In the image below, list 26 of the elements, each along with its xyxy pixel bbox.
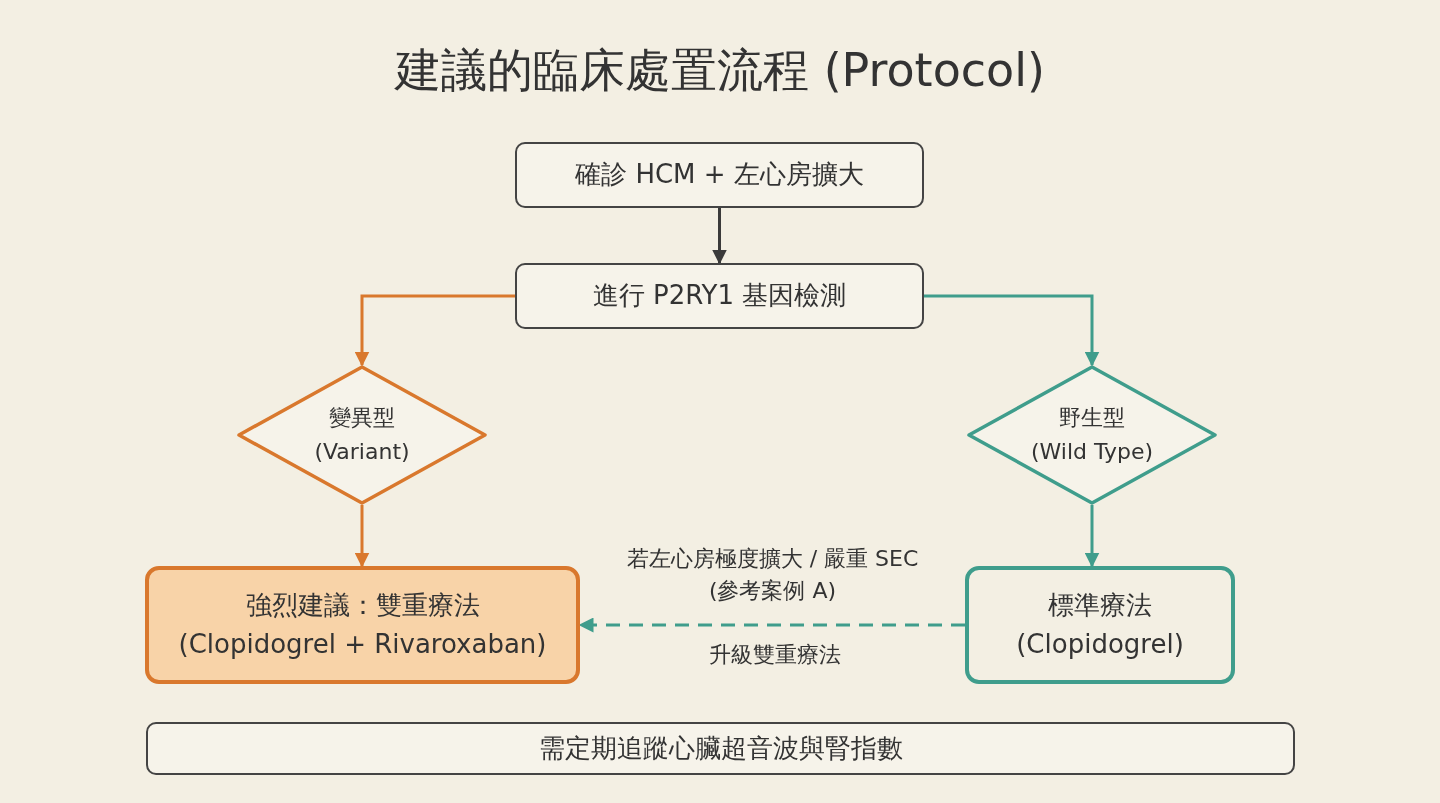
process-box: [515, 142, 924, 208]
node-sublabel: (Variant): [314, 438, 410, 466]
arrow: [1084, 505, 1100, 568]
node-label: 標準療法: [1048, 588, 1152, 622]
therapy-box: [145, 566, 580, 684]
decision-diamond: [237, 365, 487, 505]
arrow: [354, 505, 370, 568]
dashed-arrow: [578, 617, 965, 633]
node-sublabel: (Wild Type): [1030, 438, 1154, 466]
therapy-box: [965, 566, 1235, 684]
note-text: 升級雙重療法: [708, 641, 842, 669]
node-label: 需定期追蹤心臟超音波與腎指數: [538, 731, 903, 765]
decision-diamond: [967, 365, 1217, 505]
node-label: 強烈建議：雙重療法: [245, 588, 480, 622]
node-sublabel: (Clopidogrel): [1016, 628, 1184, 661]
arrow: [712, 208, 727, 265]
node-label: 進行 P2RY1 基因檢測: [592, 279, 847, 313]
arrow: [354, 294, 515, 367]
node-label: 野生型: [1059, 404, 1125, 433]
arrow: [924, 294, 1100, 367]
process-box: [515, 263, 924, 329]
title: 建議的臨床處置流程 (Protocol): [395, 43, 1045, 97]
process-box: [146, 722, 1295, 775]
node-label: 變異型: [329, 404, 395, 433]
node-sublabel: (Clopidogrel + Rivaroxaban): [178, 628, 547, 661]
node-label: 確診 HCM + 左心房擴大: [575, 158, 864, 192]
